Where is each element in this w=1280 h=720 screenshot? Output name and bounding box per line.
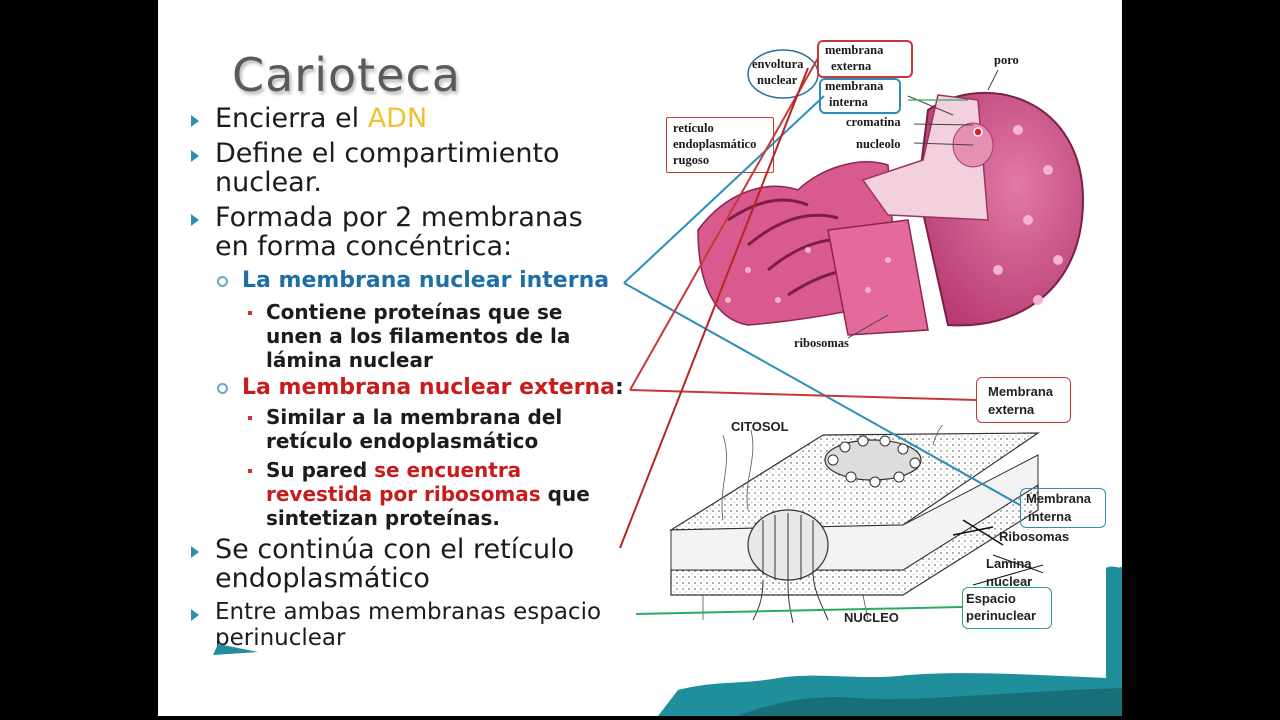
square-bullet-icon (248, 311, 252, 315)
label-nucleolo: nucleolo (856, 137, 901, 151)
membrana-externa-heading: La membrana nuclear externa: (242, 375, 624, 400)
label-citosol: CITOSOL (731, 419, 789, 434)
bullet-continua-a: Se continúa con el retículo (215, 534, 575, 565)
label-ribosomas-top: ribosomas (794, 336, 849, 350)
label-cromatina: cromatina (846, 115, 901, 129)
espacio-perinuclear-box (962, 587, 1052, 629)
bullet-arrow-icon (191, 115, 199, 127)
bullet-define-b: nuclear. (215, 167, 322, 198)
membrana-interna-box-bottom (1020, 488, 1106, 528)
nucleus-illustration (697, 70, 1085, 339)
label-lamina-a: Lamina (986, 556, 1032, 571)
label-espacio-b: perinuclear (966, 608, 1037, 623)
bullet-arrow-icon (191, 609, 199, 621)
label-envoltura-a: envoltura (752, 57, 804, 71)
bullet-continua-b: endoplasmático (215, 563, 430, 594)
bullet-formada-b: en forma concéntrica: (215, 231, 513, 262)
membrana-interna-box (819, 78, 901, 114)
label-bottom-membrana-externa-a: Membrana (988, 384, 1054, 399)
bullet-entre-a: Entre ambas membranas espacio (215, 599, 602, 625)
label-membrana-externa-a: membrana (825, 43, 884, 57)
sub2-detail1-a: Similar a la membrana del (266, 405, 563, 429)
label-envoltura-b: nuclear (757, 73, 798, 87)
hollow-circle-bullet-icon (217, 383, 228, 394)
bullet-entre-b: perinuclear (215, 625, 346, 651)
label-bottom-membrana-interna-b: interna (1028, 509, 1072, 524)
membrana-externa-label: La membrana nuclear externa (242, 375, 615, 400)
sub2-detail2-b: revestida por ribosomas que (266, 482, 590, 506)
sub2-detail1-b: retículo endoplasmático (266, 429, 539, 453)
bullet-formada-a: Formada por 2 membranas (215, 202, 583, 233)
nuclear-pore-diagram (668, 425, 1043, 624)
reticulo-box (666, 117, 774, 173)
label-reticulo-c: rugoso (673, 153, 710, 167)
sub1-detail-a: Contiene proteínas que se (266, 300, 563, 324)
bullet-encierra: Encierra el ADN (215, 103, 427, 134)
detail-text: Su pared (266, 458, 375, 482)
label-bottom-membrana-externa-b: externa (988, 402, 1035, 417)
label-membrana-externa-b: externa (831, 59, 872, 73)
label-bottom-ribosomas: Ribosomas (999, 529, 1070, 544)
label-espacio-a: Espacio (966, 591, 1016, 606)
label-nucleo: NUCLEO (844, 610, 899, 625)
sub2-detail2-a: Su pared se encuentra (266, 458, 521, 482)
label-reticulo-a: retículo (673, 121, 714, 135)
label-reticulo-b: endoplasmático (673, 137, 757, 151)
detail-red-text: revestida por ribosomas (266, 482, 541, 506)
sub1-detail-c: lámina nuclear (266, 348, 433, 372)
bullet-arrow-icon (191, 150, 199, 162)
adn-highlight: ADN (367, 103, 428, 134)
slide: Carioteca Encierra el ADN Define el comp… (158, 0, 1122, 716)
sub1-detail-b: unen a los filamentos de la (266, 324, 571, 348)
hollow-circle-bullet-icon (217, 276, 228, 287)
detail-red-text: se encuentra (374, 458, 522, 482)
label-membrana-interna-b: interna (829, 95, 868, 109)
connector-lines (619, 57, 1021, 615)
label-membrana-interna-a: membrana (825, 79, 884, 93)
square-bullet-icon (248, 416, 252, 420)
bullet-define-a: Define el compartimiento (215, 138, 560, 169)
bullet-arrow-icon (191, 546, 199, 558)
sub2-detail2-c: sintetizan proteínas. (266, 506, 501, 530)
membrana-interna-heading: La membrana nuclear interna (242, 268, 610, 293)
slide-title: Carioteca (232, 48, 461, 102)
detail-text: que (540, 482, 590, 506)
colon: : (615, 375, 624, 400)
footer-wave (213, 566, 1122, 716)
label-poro: poro (994, 53, 1019, 67)
square-bullet-icon (248, 469, 252, 473)
bullet-text: Encierra el (215, 103, 368, 134)
label-lamina-b: nuclear (986, 574, 1033, 589)
membrana-externa-box-bottom (976, 377, 1071, 423)
label-bottom-membrana-interna-a: Membrana (1026, 491, 1092, 506)
bullet-arrow-icon (191, 214, 199, 226)
